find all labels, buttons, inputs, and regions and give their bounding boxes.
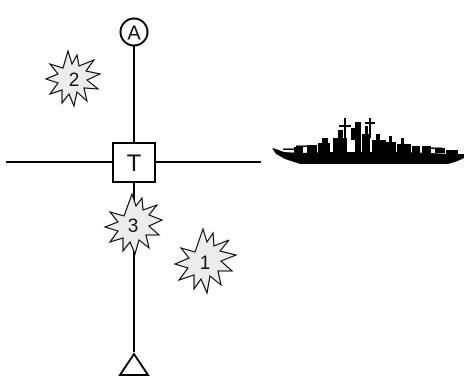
burst-2-label: 2 — [69, 70, 80, 91]
circle-icon — [119, 17, 149, 47]
warship-silhouette-icon — [272, 118, 464, 164]
burst-1-label: 1 — [200, 253, 211, 274]
burst-star-icon — [44, 49, 102, 108]
top-marker-label: A — [127, 23, 141, 45]
center-box: T — [112, 142, 156, 183]
center-box-label: T — [127, 150, 142, 177]
burst-star-icon — [103, 192, 164, 256]
burst-3-label: 3 — [128, 216, 139, 237]
bottom-marker — [118, 352, 150, 376]
top-marker: A — [119, 17, 149, 47]
burst-star-icon — [173, 227, 238, 295]
burst-1: 1 — [173, 227, 238, 295]
burst-2: 2 — [44, 49, 102, 108]
triangle-icon — [118, 352, 150, 376]
center-box-frame — [112, 142, 156, 183]
burst-3: 3 — [103, 192, 164, 256]
